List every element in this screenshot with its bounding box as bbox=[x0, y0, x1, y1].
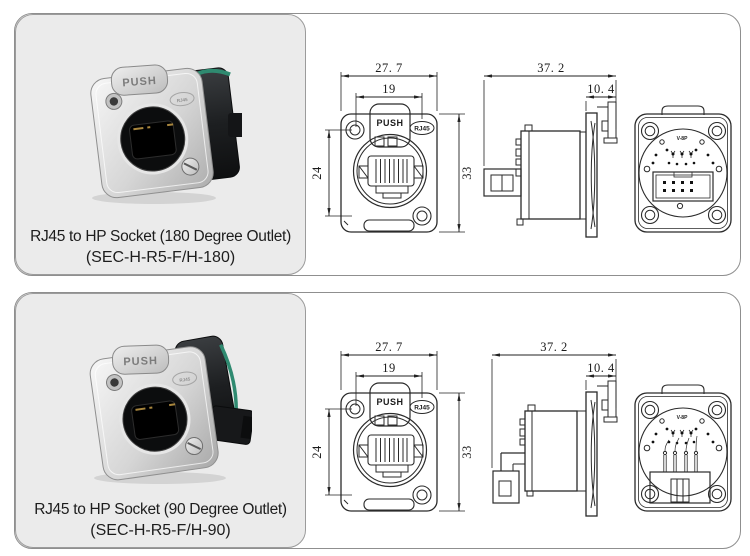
photo-card-180: RJ45 PUSH RJ45 to HP Socket (180 Degree … bbox=[15, 14, 306, 275]
product-panel-180: RJ45 PUSH RJ45 to HP Socket (180 Degree … bbox=[14, 13, 741, 276]
photo-card-90: RJ45 PUSH RJ45 to HP Socket (90 Degree O… bbox=[15, 293, 306, 548]
product-photo-180: RJ45 PUSH bbox=[90, 64, 242, 204]
hp-socket-back bbox=[652, 171, 714, 202]
bottom-slot bbox=[363, 498, 415, 511]
product-code-90: (SEC-H-R5-F/H-90) bbox=[90, 522, 231, 539]
rj45-badge-label: RJ45 bbox=[177, 97, 189, 103]
product-title-90: RJ45 to HP Socket (90 Degree Outlet) bbox=[34, 501, 287, 518]
dim-flange-offset: 10. 4 bbox=[587, 361, 615, 375]
back-view-drawing-90: V-8P bbox=[634, 384, 732, 512]
side-view-drawing-90: 37. 2 10. 4 bbox=[491, 340, 618, 517]
flange-plate bbox=[585, 112, 598, 238]
push-tab-label: PUSH bbox=[123, 355, 158, 368]
down-outlet-duct bbox=[492, 452, 525, 504]
pin-markings bbox=[651, 427, 715, 445]
push-marking: PUSH bbox=[376, 397, 403, 407]
front-view-drawing-180: RJ45 PUSH 27. 7 19 24 33 bbox=[310, 61, 474, 233]
dim-overall-depth: 37. 2 bbox=[537, 61, 565, 75]
connector-body bbox=[524, 410, 578, 492]
dim-hole-spacing-h: 24 bbox=[310, 445, 324, 459]
push-tab: PUSH bbox=[110, 64, 169, 96]
hp-plug bbox=[483, 168, 522, 197]
product-photo-90: RJ45 PUSH bbox=[89, 335, 252, 484]
front-view-drawing-90: RJ45 PUSH 27. 7 19 24 33 bbox=[310, 340, 474, 512]
flange-plate bbox=[585, 391, 598, 517]
rj45-badge bbox=[169, 91, 195, 107]
rj45-jack-opening bbox=[131, 400, 180, 440]
push-latch bbox=[369, 382, 411, 427]
product-panel-90: RJ45 PUSH RJ45 to HP Socket (90 Degree O… bbox=[14, 292, 741, 549]
rj45-badge-label: RJ45 bbox=[179, 376, 191, 383]
dim-hole-spacing-h: 24 bbox=[310, 166, 324, 180]
rj45-badge bbox=[172, 371, 198, 386]
dim-hole-spacing-w: 19 bbox=[382, 82, 396, 96]
dim-hole-spacing-w: 19 bbox=[382, 361, 396, 375]
push-tab-label: PUSH bbox=[122, 75, 157, 89]
latch-hook bbox=[607, 380, 617, 418]
rj45-marking: RJ45 bbox=[414, 126, 430, 133]
hp-socket-stub bbox=[228, 113, 242, 137]
bottom-slot bbox=[363, 219, 415, 232]
push-latch bbox=[369, 103, 411, 148]
rj45-marking: RJ45 bbox=[414, 405, 430, 412]
outlet-housing-back bbox=[649, 471, 711, 504]
product-title-180: RJ45 to HP Socket (180 Degree Outlet) bbox=[30, 228, 291, 245]
front-flange: RJ45 PUSH bbox=[90, 64, 214, 199]
side-view-drawing-180: 37. 2 10. 4 bbox=[483, 61, 618, 238]
caption-90: RJ45 to HP Socket (90 Degree Outlet) (SE… bbox=[16, 499, 305, 541]
connector-body bbox=[520, 130, 581, 220]
back-view-drawing-180: V-8P bbox=[634, 105, 732, 233]
dim-flange-offset: 10. 4 bbox=[587, 82, 615, 96]
front-flange: RJ45 PUSH bbox=[89, 344, 219, 481]
dim-overall-height: 33 bbox=[460, 445, 474, 459]
push-marking: PUSH bbox=[376, 118, 403, 128]
dim-overall-depth: 37. 2 bbox=[540, 340, 568, 354]
latch-hook bbox=[607, 101, 617, 139]
solder-wires bbox=[662, 435, 699, 472]
dim-overall-height: 33 bbox=[460, 166, 474, 180]
dim-overall-width: 27. 7 bbox=[375, 61, 403, 75]
product-code-180: (SEC-H-R5-F/H-180) bbox=[85, 249, 236, 266]
insert-label: V-8P bbox=[677, 415, 689, 421]
down-outlet-duct bbox=[207, 405, 252, 445]
rj45-jack-opening bbox=[129, 120, 177, 160]
dim-overall-width: 27. 7 bbox=[375, 340, 403, 354]
pin-markings bbox=[651, 148, 715, 166]
caption-180: RJ45 to HP Socket (180 Degree Outlet) (S… bbox=[16, 226, 305, 268]
push-tab: PUSH bbox=[112, 344, 170, 375]
insert-label: V-8P bbox=[677, 136, 689, 142]
